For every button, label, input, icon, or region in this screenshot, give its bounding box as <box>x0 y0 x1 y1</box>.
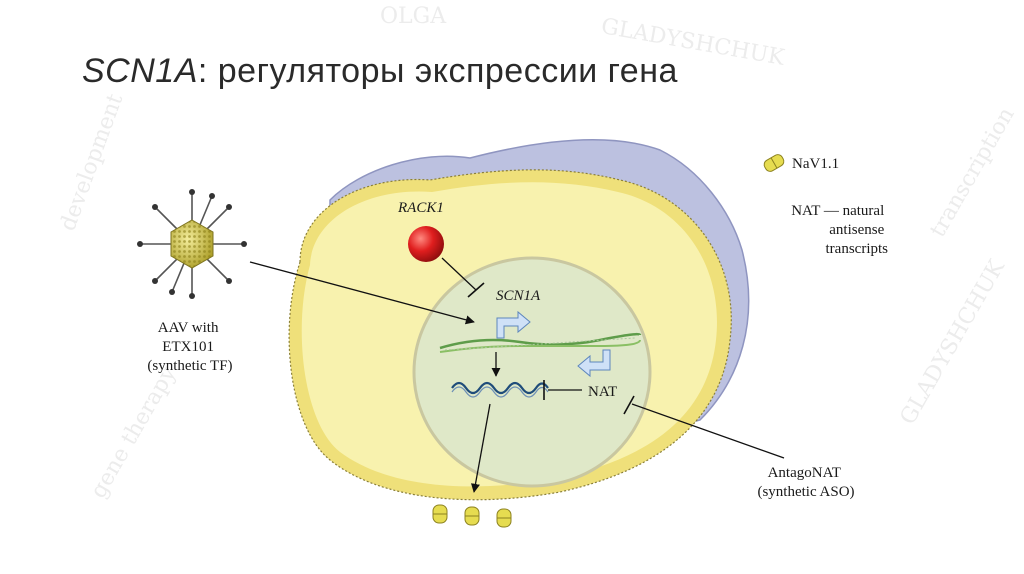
aav-to-nucleus-arrow <box>249 261 475 325</box>
antagonat-label: AntagoNAT (synthetic ASO) <box>757 465 854 500</box>
aav-label-line: ETX101 <box>162 339 214 355</box>
aav-virus-icon <box>137 189 247 299</box>
page-title: SCN1A: регуляторы экспрессии гена <box>82 52 678 91</box>
nav-channel-icon <box>432 504 448 524</box>
nucleus <box>412 256 652 488</box>
rack1-protein <box>408 226 444 262</box>
aav-label-line: (synthetic TF) <box>147 358 232 374</box>
aav-label: AAV with ETX101 (synthetic TF) <box>147 320 232 374</box>
nat-label: NAT <box>588 384 617 400</box>
nav-legend-icon <box>763 154 785 172</box>
legend-nat-line: transcripts <box>826 241 889 257</box>
nav-channel-icon <box>496 508 512 528</box>
forward-promoter-arrow <box>496 310 531 339</box>
nav-channel-icon <box>464 506 480 526</box>
aav-label-line: AAV with <box>158 320 219 336</box>
legend-nat-line: NAT — natural <box>791 203 884 219</box>
rack1-inhibition-line <box>441 257 477 291</box>
rack1-label: RACK1 <box>397 200 444 216</box>
title-gene: SCN1A <box>82 52 198 90</box>
rack1-inhibition-bar <box>467 282 485 298</box>
antagonat-inhibition-bar <box>623 395 635 415</box>
reverse-promoter-arrow <box>577 349 611 378</box>
mrna-transcript-2 <box>451 386 549 398</box>
legend-nat-line: antisense <box>829 222 884 238</box>
antagonat-inhibition-line <box>631 403 785 459</box>
legend-nav-label: NaV1.1 <box>792 156 839 172</box>
antagonat-label-line: AntagoNAT <box>768 465 841 481</box>
antagonat-label-line: (synthetic ASO) <box>757 484 854 500</box>
mrna-to-channel-arrow <box>470 403 491 493</box>
nav-channels <box>432 504 512 528</box>
scn1a-label: SCN1A <box>496 288 541 304</box>
mrna-transcript <box>451 381 549 395</box>
dna-strand <box>439 332 642 350</box>
title-rest: : регуляторы экспрессии гена <box>197 52 678 90</box>
legend: NaV1.1 NAT — natural antisense transcrip… <box>763 154 888 257</box>
legend-nat-text: NAT — natural antisense transcripts <box>791 203 888 257</box>
